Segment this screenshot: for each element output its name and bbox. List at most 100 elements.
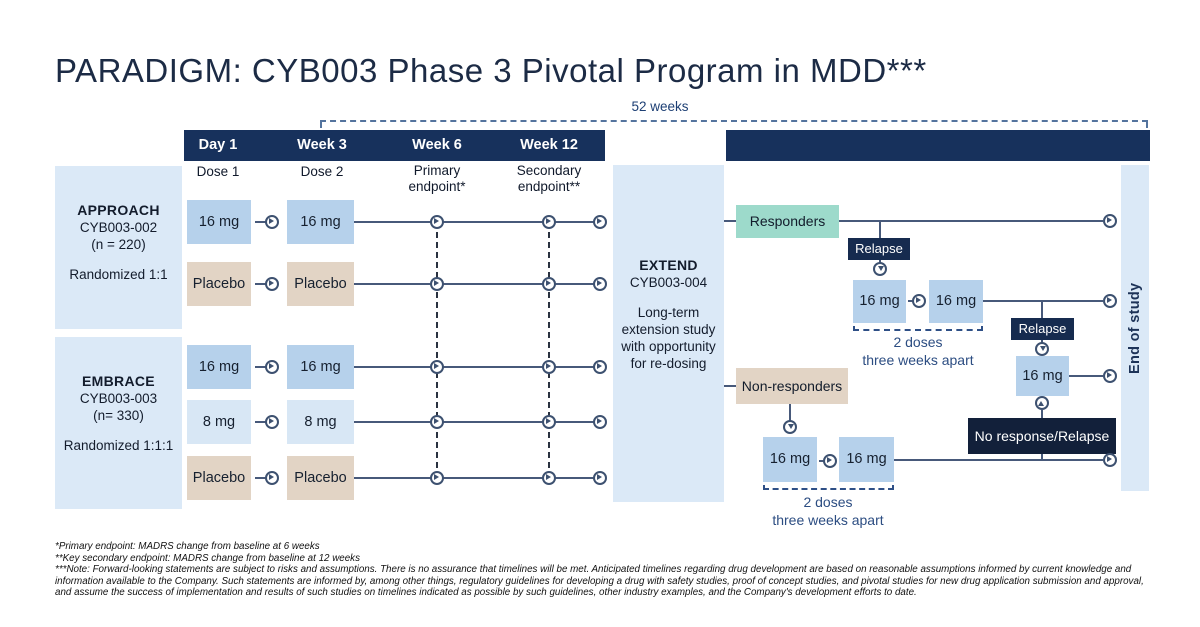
milestone-marker [593, 415, 607, 429]
embrace-arm3-dose1: Placebo [187, 456, 251, 500]
embrace-arm3-dose2: Placebo [287, 456, 354, 500]
dose-arrow-icon [265, 277, 279, 291]
extend-description: Long-term extension study with opportuni… [621, 305, 716, 371]
end-arrow-icon [1103, 214, 1117, 228]
connector-line [724, 385, 736, 387]
milestone-marker [593, 360, 607, 374]
milestone-marker [542, 215, 556, 229]
bottom-redose-note-1: 2 doses [803, 494, 853, 510]
top-redose-bracket [853, 326, 983, 331]
end-of-study-bar [1121, 165, 1149, 491]
non-responders-box: Non-responders [736, 368, 848, 404]
milestone-marker [542, 360, 556, 374]
approach-code: CYB003-002 [79, 220, 158, 235]
top-redose-2: 16 mg [929, 280, 983, 323]
sublabel-dose2: Dose 2 [300, 164, 344, 179]
top-redose-note-1: 2 doses [893, 334, 943, 350]
end-arrow-icon [1103, 453, 1117, 467]
top-redose-1: 16 mg [853, 280, 906, 323]
arm-line [354, 366, 600, 368]
embrace-randomization: Randomized 1:1:1 [63, 438, 174, 453]
arm-line [354, 221, 600, 223]
milestone-marker [430, 415, 444, 429]
timeline-header-bar [184, 130, 605, 161]
down-arrow-icon [783, 420, 797, 434]
extend-name: EXTEND [639, 257, 698, 273]
dose-arrow-icon [912, 294, 926, 308]
milestone-marker [430, 471, 444, 485]
dose-arrow-line [255, 366, 266, 368]
milestone-marker [542, 415, 556, 429]
no-response-line [1041, 454, 1043, 460]
extension-header-bar [726, 130, 1150, 161]
redose-drop-line [789, 404, 791, 421]
responders-line [839, 220, 1103, 222]
milestone-marker [542, 277, 556, 291]
extend-code: CYB003-004 [629, 275, 708, 290]
approach-n: (n = 220) [91, 237, 146, 252]
end-arrow-icon [1103, 294, 1117, 308]
dose-arrow-line [255, 283, 266, 285]
duration-bracket [320, 120, 1148, 128]
approach-arm2-dose2: Placebo [287, 262, 354, 306]
relapse-drop-line [879, 221, 881, 239]
dose-arrow-icon [265, 471, 279, 485]
bottom-redose-1: 16 mg [763, 437, 817, 482]
bottom-redose-note-2: three weeks apart [772, 512, 884, 528]
dose-arrow-icon [823, 454, 837, 468]
embrace-arm2-dose2: 8 mg [287, 400, 354, 444]
top-redose-note-2: three weeks apart [862, 352, 974, 368]
relapse-box-2: Relapse [1011, 318, 1074, 340]
dose-arrow-icon [265, 215, 279, 229]
end-arrow-icon [1103, 369, 1117, 383]
column-week6: Week 6 [412, 137, 462, 153]
approach-arm2-dose1: Placebo [187, 262, 251, 306]
embrace-name: EMBRACE [82, 373, 155, 389]
approach-name: APPROACH [77, 202, 160, 218]
page-title: PARADIGM: CYB003 Phase 3 Pivotal Program… [55, 52, 927, 89]
milestone-marker [430, 360, 444, 374]
embrace-arm2-dose1: 8 mg [187, 400, 251, 444]
approach-arm1-dose2: 16 mg [287, 200, 354, 244]
embrace-arm1-dose1: 16 mg [187, 345, 251, 389]
approach-study-panel: APPROACH CYB003-002 (n = 220) Randomized… [55, 166, 182, 329]
column-week12: Week 12 [520, 137, 578, 153]
relapse-box-1: Relapse [848, 238, 910, 260]
embrace-study-panel: EMBRACE CYB003-003 (n= 330) Randomized 1… [55, 337, 182, 509]
column-week3: Week 3 [297, 137, 347, 153]
footnote-secondary: **Key secondary endpoint: MADRS change f… [55, 552, 360, 564]
milestone-marker [430, 277, 444, 291]
bottom-redose-2: 16 mg [839, 437, 894, 482]
dose-arrow-line [255, 221, 266, 223]
no-response-relapse-box: No response/Relapse [968, 418, 1116, 454]
footnote-primary: *Primary endpoint: MADRS change from bas… [55, 541, 320, 552]
arm-line [354, 421, 600, 423]
milestone-marker [542, 471, 556, 485]
mid-redose: 16 mg [1016, 356, 1069, 396]
sublabel-dose1: Dose 1 [196, 164, 240, 179]
footnote-disclaimer: ***Note: Forward-looking statements are … [55, 564, 1144, 599]
milestone-marker [430, 215, 444, 229]
arm-line [354, 477, 600, 479]
redose-line [894, 459, 1103, 461]
duration-label: 52 weeks [631, 99, 689, 114]
responders-box: Responders [736, 205, 839, 238]
down-arrow-icon [873, 262, 887, 276]
connector-line [724, 220, 736, 222]
approach-arm1-dose1: 16 mg [187, 200, 251, 244]
dose-arrow-icon [265, 360, 279, 374]
embrace-arm1-dose2: 16 mg [287, 345, 354, 389]
redose-line [1069, 375, 1103, 377]
column-day1: Day 1 [198, 137, 238, 153]
week6-endpoint-line [436, 222, 438, 478]
up-arrow-icon [1035, 396, 1049, 410]
dose-arrow-icon [265, 415, 279, 429]
bottom-redose-bracket [763, 485, 894, 490]
no-response-line [1041, 409, 1043, 418]
embrace-n: (n= 330) [93, 408, 144, 423]
footnotes: *Primary endpoint: MADRS change from bas… [55, 541, 1145, 599]
milestone-marker [593, 471, 607, 485]
dose-arrow-line [255, 421, 266, 423]
down-arrow-icon [1035, 342, 1049, 356]
